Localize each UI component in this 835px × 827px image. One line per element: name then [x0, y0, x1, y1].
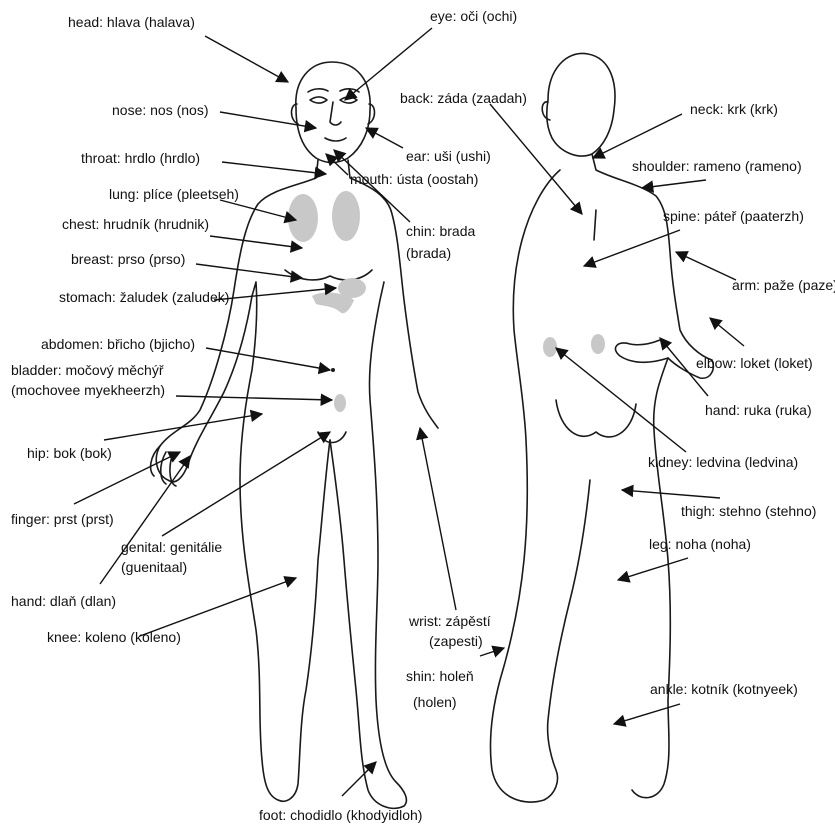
arrow-elbow	[710, 318, 744, 346]
front-navel	[331, 368, 335, 372]
back-kidney-right	[591, 334, 605, 354]
arrow-spine	[584, 230, 680, 266]
arrow-head	[205, 36, 288, 82]
label-hand-back: hand: ruka (ruka)	[705, 401, 812, 419]
label-bladder-line2: (mochovee myekheerzh)	[11, 381, 165, 399]
label-chest: chest: hrudník (hrudnik)	[62, 215, 209, 233]
arrow-hip	[104, 414, 262, 440]
label-throat: throat: hrdlo (hrdlo)	[81, 149, 200, 167]
label-genital-line1: genital: genitálie	[121, 538, 222, 556]
arrow-back	[490, 104, 582, 214]
arrow-ankle	[614, 704, 680, 724]
front-lung-left	[288, 194, 318, 242]
arrow-bladder	[176, 396, 332, 400]
label-lung: lung: plíce (pleetseh)	[109, 185, 239, 203]
label-ear: ear: uši (ushi)	[406, 147, 491, 165]
front-nose	[330, 102, 341, 125]
back-spine-line	[594, 210, 596, 240]
front-left-hand	[151, 446, 176, 486]
label-knee: knee: koleno (koleno)	[47, 628, 181, 646]
label-kidney: kidney: ledvina (ledvina)	[648, 453, 798, 471]
label-abdomen: abdomen: břicho (bjicho)	[41, 335, 195, 353]
front-chest-line	[285, 270, 372, 280]
back-body-outline	[490, 154, 713, 802]
arrow-foot	[342, 762, 376, 796]
front-left-eye	[310, 97, 327, 103]
back-head-outline	[547, 53, 615, 156]
label-wrist-line2: (zapesti)	[429, 632, 483, 650]
arrow-genital	[162, 432, 330, 536]
label-stomach: stomach: žaludek (zaludek)	[59, 288, 229, 306]
label-eye: eye: oči (ochi)	[430, 7, 517, 25]
back-buttocks	[556, 400, 636, 437]
arrow-shin	[480, 648, 504, 656]
arrow-chest	[210, 236, 302, 248]
back-kidney-left	[543, 337, 557, 357]
front-mouth	[325, 138, 346, 141]
arrow-throat	[222, 162, 326, 174]
arrow-mouth	[326, 154, 348, 175]
label-wrist-line1: wrist: zápěstí	[409, 612, 491, 630]
label-chin-line2: (brada)	[406, 244, 451, 262]
label-finger: finger: prst (prst)	[11, 510, 114, 528]
arrow-arm	[676, 252, 736, 280]
label-shoulder: shoulder: rameno (rameno)	[632, 157, 802, 175]
label-mouth: mouth: ústa (oostah)	[350, 170, 478, 188]
label-genital-line2: (guenitaal)	[121, 558, 187, 576]
arrow-abdomen	[206, 348, 330, 370]
arrow-wrist	[420, 428, 456, 610]
label-foot: foot: chodidlo (khodyidloh)	[259, 806, 422, 824]
label-thigh: thigh: stehno (stehno)	[681, 502, 816, 520]
label-back: back: záda (zaadah)	[400, 89, 527, 107]
label-shin-line2: (holen)	[413, 693, 457, 711]
arrow-shoulder	[642, 180, 706, 188]
back-hand	[615, 340, 668, 362]
arrow-thigh	[622, 490, 720, 498]
label-hand-front: hand: dlaň (dlan)	[11, 592, 116, 610]
front-head-outline	[296, 62, 370, 163]
label-leg: leg: noha (noha)	[649, 535, 751, 553]
front-bladder	[334, 394, 346, 412]
front-lung-right	[332, 191, 360, 241]
label-elbow: elbow: loket (loket)	[696, 354, 813, 372]
label-arm: arm: paže (paze)	[732, 276, 835, 294]
arrow-leg	[618, 558, 688, 580]
label-breast: breast: prso (prso)	[71, 250, 185, 268]
label-neck: neck: krk (krk)	[690, 100, 778, 118]
label-head: head: hlava (halava)	[68, 13, 195, 31]
label-nose: nose: nos (nos)	[112, 101, 209, 119]
label-hip: hip: bok (bok)	[27, 444, 112, 462]
arrow-ear	[366, 128, 403, 148]
label-shin-line1: shin: holeň	[406, 667, 474, 685]
label-chin-line1: chin: brada	[406, 222, 475, 240]
arrow-nose	[220, 112, 316, 128]
front-brows	[308, 89, 359, 92]
label-spine: spine: páteř (paaterzh)	[663, 207, 804, 225]
label-ankle: ankle: kotník (kotnyeek)	[650, 680, 798, 698]
label-bladder-line1: bladder: močový měchýř	[11, 361, 164, 379]
